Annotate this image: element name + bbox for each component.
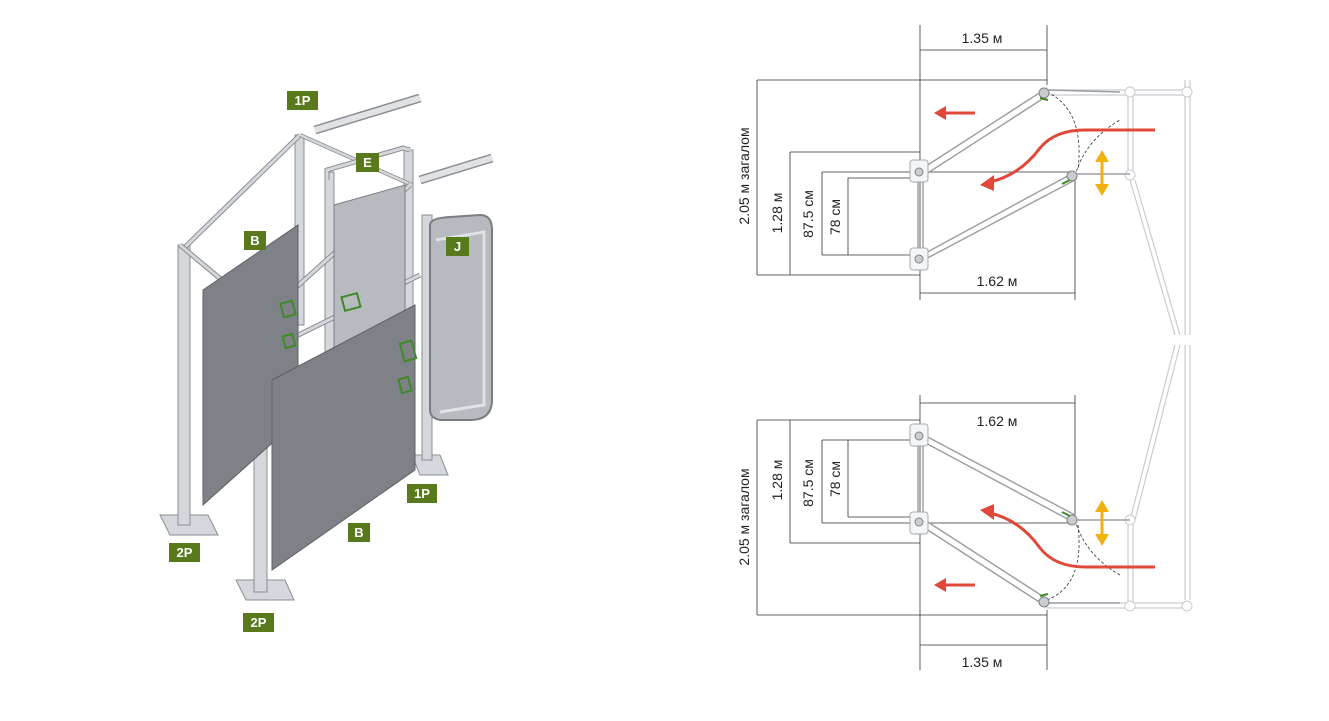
dim-width-upper-top: 1.35 м [962, 30, 1003, 46]
tag-1p-bottom: 1P [407, 484, 437, 503]
tag-1p-top-label: 1P [295, 93, 311, 108]
tag-1p-top: 1P [287, 91, 318, 110]
flow-arrow-top [989, 128, 1155, 184]
background-rail-structure [1047, 80, 1193, 612]
tag-b-bottom-label: B [354, 525, 363, 540]
tag-e-label: E [363, 155, 372, 170]
dim-width-lower-top: 1.62 м [977, 273, 1018, 289]
post-left [177, 244, 191, 526]
plan-view-bottom: 1.62 м 1.35 м 2.05 м загалом 1.28 м 87.5… [736, 395, 1155, 670]
tag-b-bottom: B [348, 523, 370, 542]
isometric-gate-illustration [159, 93, 494, 601]
tag-j: J [446, 237, 469, 256]
dim-height-2-bottom: 87.5 см [800, 459, 816, 507]
dim-height-1-bottom: 1.28 м [769, 460, 785, 501]
dim-height-1-top: 1.28 м [769, 193, 785, 234]
dim-height-3-top: 78 см [827, 199, 843, 235]
tag-j-label: J [454, 239, 461, 254]
dim-height-total-bottom: 2.05 м загалом [736, 468, 752, 565]
tag-2p-bottom: 2P [243, 613, 274, 632]
tag-e: E [356, 153, 379, 172]
front-panel [271, 304, 416, 571]
j-door [429, 213, 493, 421]
plan-view-top: 1.35 м 1.62 м 2.05 м загалом 1.28 м 87.5… [736, 25, 1155, 300]
tag-b-top: B [244, 231, 266, 250]
tag-2p-bottom-label: 2P [251, 615, 267, 630]
tag-2p-left-label: 2P [177, 545, 193, 560]
dim-height-3-bottom: 78 см [827, 461, 843, 497]
dim-height-2-top: 87.5 см [800, 190, 816, 238]
tag-b-top-label: B [250, 233, 259, 248]
tag-1p-bottom-label: 1P [414, 486, 430, 501]
dim-width-upper-bottom: 1.62 м [977, 413, 1018, 429]
dim-width-lower-bottom: 1.35 м [962, 654, 1003, 670]
dim-height-total-top: 2.05 м загалом [736, 127, 752, 224]
flow-arrow-bottom [989, 511, 1155, 569]
tag-2p-left: 2P [169, 543, 200, 562]
